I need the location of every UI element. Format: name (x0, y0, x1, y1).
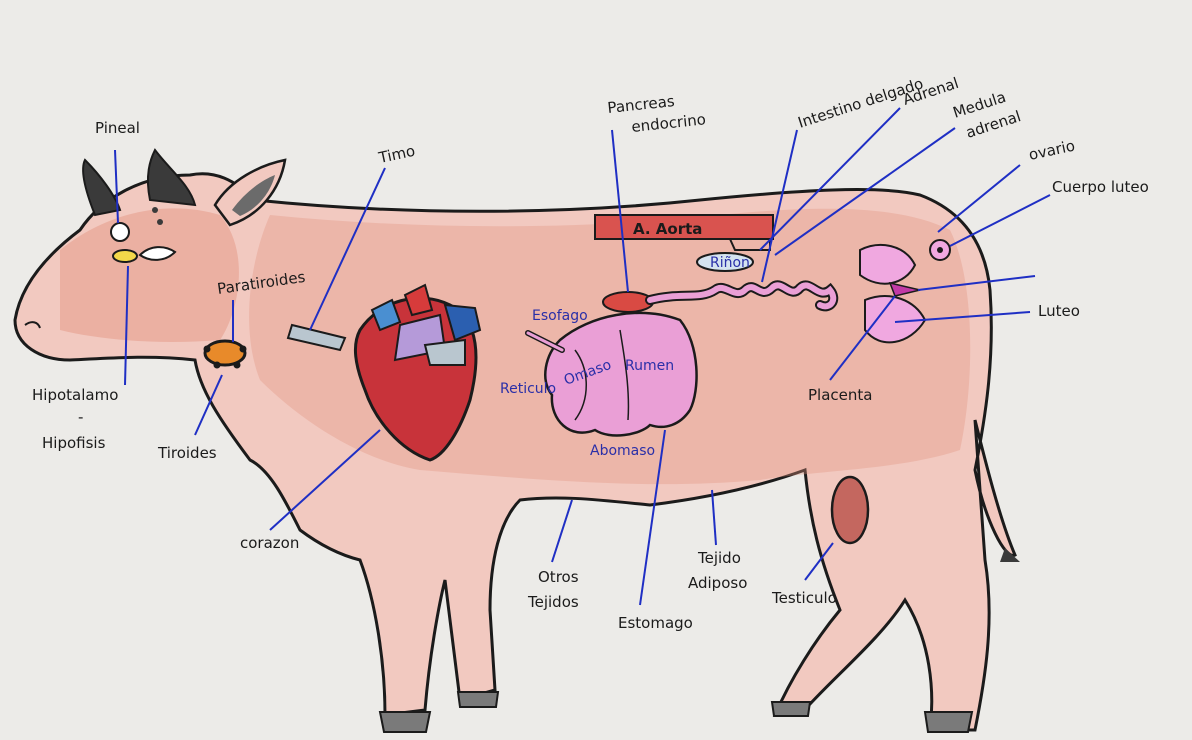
label-corazon: corazon (240, 534, 299, 552)
parathyroid-gland (240, 346, 247, 353)
label-rumen: Rumen (625, 358, 674, 374)
testicle (832, 477, 868, 543)
label-pancreas: Pancreas (607, 92, 676, 117)
label-tejidos: Tejidos (527, 593, 579, 611)
kidney-label: Riñon (710, 255, 750, 271)
label-testiculo: Testiculo (771, 589, 837, 607)
corpus-luteum-core (937, 247, 943, 253)
label-esofago: Esofago (532, 308, 588, 324)
label-hipofisis: Hipofisis (42, 434, 106, 452)
label-timo: Timo (376, 142, 417, 167)
aorta-label: A. Aorta (633, 220, 702, 238)
label-tiroides: Tiroides (157, 444, 217, 462)
label-hipotalamo: Hipotalamo (32, 386, 118, 404)
leader-tejido (712, 490, 716, 545)
parathyroid-gland (234, 362, 241, 369)
thyroid-gland (205, 341, 245, 365)
hoof (925, 712, 972, 732)
label-dash: - (78, 408, 83, 426)
label-tejido: Tejido (697, 549, 741, 567)
heart-vessel-grey (425, 340, 465, 365)
label-abomaso: Abomaso (590, 443, 655, 459)
hoof (458, 692, 498, 707)
label-ovario: ovario (1027, 137, 1076, 164)
hoof (380, 712, 430, 732)
leader-ovario (938, 165, 1020, 232)
label-endocrino: endocrino (631, 110, 707, 136)
freckle (157, 219, 163, 225)
label-reticulo: Reticulo (500, 381, 556, 397)
freckle (152, 207, 158, 213)
leader-otros (552, 500, 572, 562)
label-estomago: Estomago (618, 614, 693, 632)
leader-cuerpo (950, 195, 1050, 246)
hypothalamus-gland (113, 250, 137, 262)
left-horn (83, 160, 120, 215)
label-adiposo: Adiposo (688, 574, 747, 592)
pineal-gland (111, 223, 129, 241)
label-placenta: Placenta (808, 386, 872, 404)
parathyroid-gland (214, 362, 221, 369)
label-luteo: Luteo (1038, 302, 1080, 320)
hoof (772, 702, 810, 716)
label-otros: Otros (538, 568, 579, 586)
label-cuerpo-luteo: Cuerpo luteo (1052, 178, 1149, 196)
label-pineal: Pineal (95, 119, 140, 137)
parathyroid-gland (204, 346, 211, 353)
